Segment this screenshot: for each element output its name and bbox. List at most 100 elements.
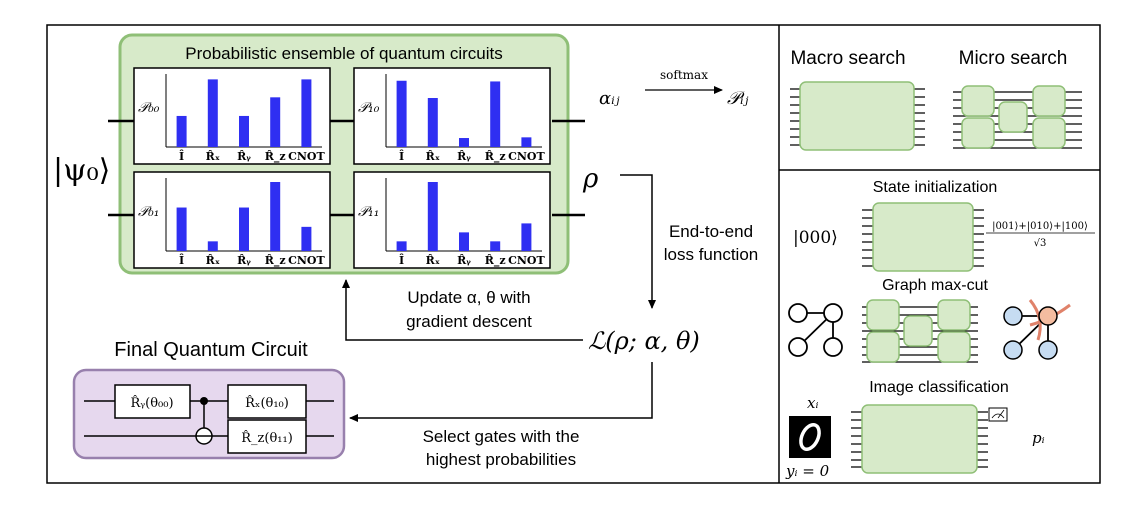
bar [301, 79, 312, 147]
micro-search-circuit [953, 85, 1082, 149]
rz-gate-label: R̂_z(θ₁₁) [241, 430, 293, 446]
cut-line [1028, 299, 1042, 341]
input-state-label: |ψ₀⟩ [53, 153, 110, 188]
bar [270, 97, 281, 147]
update-text-line1: Update α, θ with [407, 288, 530, 307]
tick-label: R̂ᵧ [237, 150, 251, 163]
circuit-block [1032, 117, 1066, 149]
update-arrow [342, 279, 583, 341]
bar [207, 241, 218, 251]
micro-search-label: Micro search [959, 48, 1068, 69]
tick-label: R̂ᵧ [457, 150, 471, 163]
chart-frame [133, 171, 331, 269]
graph-node [823, 337, 843, 357]
ry-gate [114, 384, 191, 419]
tick-label: CNOT [288, 254, 325, 267]
tick-label: R̂ᵧ [457, 254, 471, 267]
cnot-control-dot [200, 397, 208, 405]
macro-search-label: Macro search [790, 48, 905, 69]
select-arrow [349, 362, 653, 422]
tick-label: R̂ₓ [426, 150, 440, 163]
tick-label: Î [179, 149, 184, 163]
rx-gate [227, 384, 307, 419]
chart-title: 𝒫₀₁ [138, 204, 159, 220]
circuit-block [866, 331, 900, 363]
bar [301, 226, 312, 251]
tick-label: CNOT [508, 150, 545, 163]
circuit-block [799, 81, 915, 151]
select-text-line1: Select gates with the [423, 427, 580, 446]
tick-label: CNOT [508, 254, 545, 267]
maxcut-title: Graph max-cut [882, 277, 988, 294]
chart-frame [353, 171, 551, 269]
rx-gate-label: R̂ₓ(θ₁₀) [245, 395, 289, 411]
tick-label: R̂ₓ [426, 254, 440, 267]
classification-circuit [851, 404, 988, 474]
tick-label: R̂_z [265, 150, 286, 164]
loss-formula: ℒ(ρ; α, θ) [588, 327, 700, 355]
rz-gate [227, 419, 307, 454]
ket-output-numerator: |001⟩+|010⟩+|100⟩ [992, 221, 1088, 232]
circuit-block [903, 315, 933, 347]
bar [176, 207, 187, 251]
circuit-block [861, 404, 978, 474]
rho-label: ρ [582, 164, 599, 194]
bar [176, 115, 187, 147]
chart-frame [353, 67, 551, 165]
final-circuit-title: Final Quantum Circuit [114, 339, 308, 361]
tick-label: R̂ₓ [206, 254, 220, 267]
ry-gate-label: R̂ᵧ(θ₀₀) [130, 395, 173, 411]
graph-node-orange [1038, 306, 1058, 326]
alpha-label: αᵢⱼ [599, 88, 620, 109]
ensemble-title: Probabilistic ensemble of quantum circui… [185, 44, 502, 63]
graph-node-blue [1003, 340, 1023, 360]
bar [207, 79, 218, 147]
circuit-block [937, 331, 971, 363]
p-label: 𝒫ᵢⱼ [727, 88, 749, 109]
image-class-title: Image classification [869, 379, 1009, 396]
tick-label: Î [399, 149, 404, 163]
loss-desc-line1: End-to-end [669, 222, 753, 241]
ket-output-denominator: √3 [1034, 238, 1047, 249]
bar [396, 241, 407, 251]
digit-zero-stroke [799, 422, 821, 452]
circuit-block [872, 202, 974, 272]
loss-desc-line2: loss function [664, 245, 759, 264]
macro-search-circuit [790, 81, 925, 151]
maxcut-circuit [862, 299, 978, 363]
softmax-label: softmax [660, 68, 708, 82]
select-text-line2: highest probabilities [426, 450, 576, 469]
outer-frame [46, 24, 1101, 484]
chart-title: 𝒫₁₀ [358, 100, 380, 116]
digit-image [789, 416, 831, 458]
tick-label: CNOT [288, 150, 325, 163]
tick-label: Î [399, 253, 404, 267]
ensemble-wires [108, 119, 585, 217]
graph-node [788, 303, 808, 323]
graph-plain [788, 303, 843, 357]
graph-node [788, 337, 808, 357]
circuit-block [937, 299, 971, 331]
circuit-block [1032, 85, 1066, 117]
tick-label: Î [179, 253, 184, 267]
bar [459, 138, 469, 147]
bar [490, 81, 501, 147]
bar [490, 241, 501, 251]
circuit-block [961, 117, 995, 149]
bar [521, 137, 532, 147]
rho-to-loss-arrow [620, 174, 656, 309]
bar [427, 98, 438, 147]
chart-frame [133, 67, 331, 165]
bar [521, 223, 532, 251]
tick-label: R̂_z [485, 150, 506, 164]
state-init-circuit [862, 202, 984, 272]
circuit-block [866, 299, 900, 331]
tick-label: R̂_z [485, 254, 506, 268]
bar [459, 232, 469, 251]
ket-input: |000⟩ [793, 228, 838, 248]
state-init-title: State initialization [873, 179, 998, 196]
